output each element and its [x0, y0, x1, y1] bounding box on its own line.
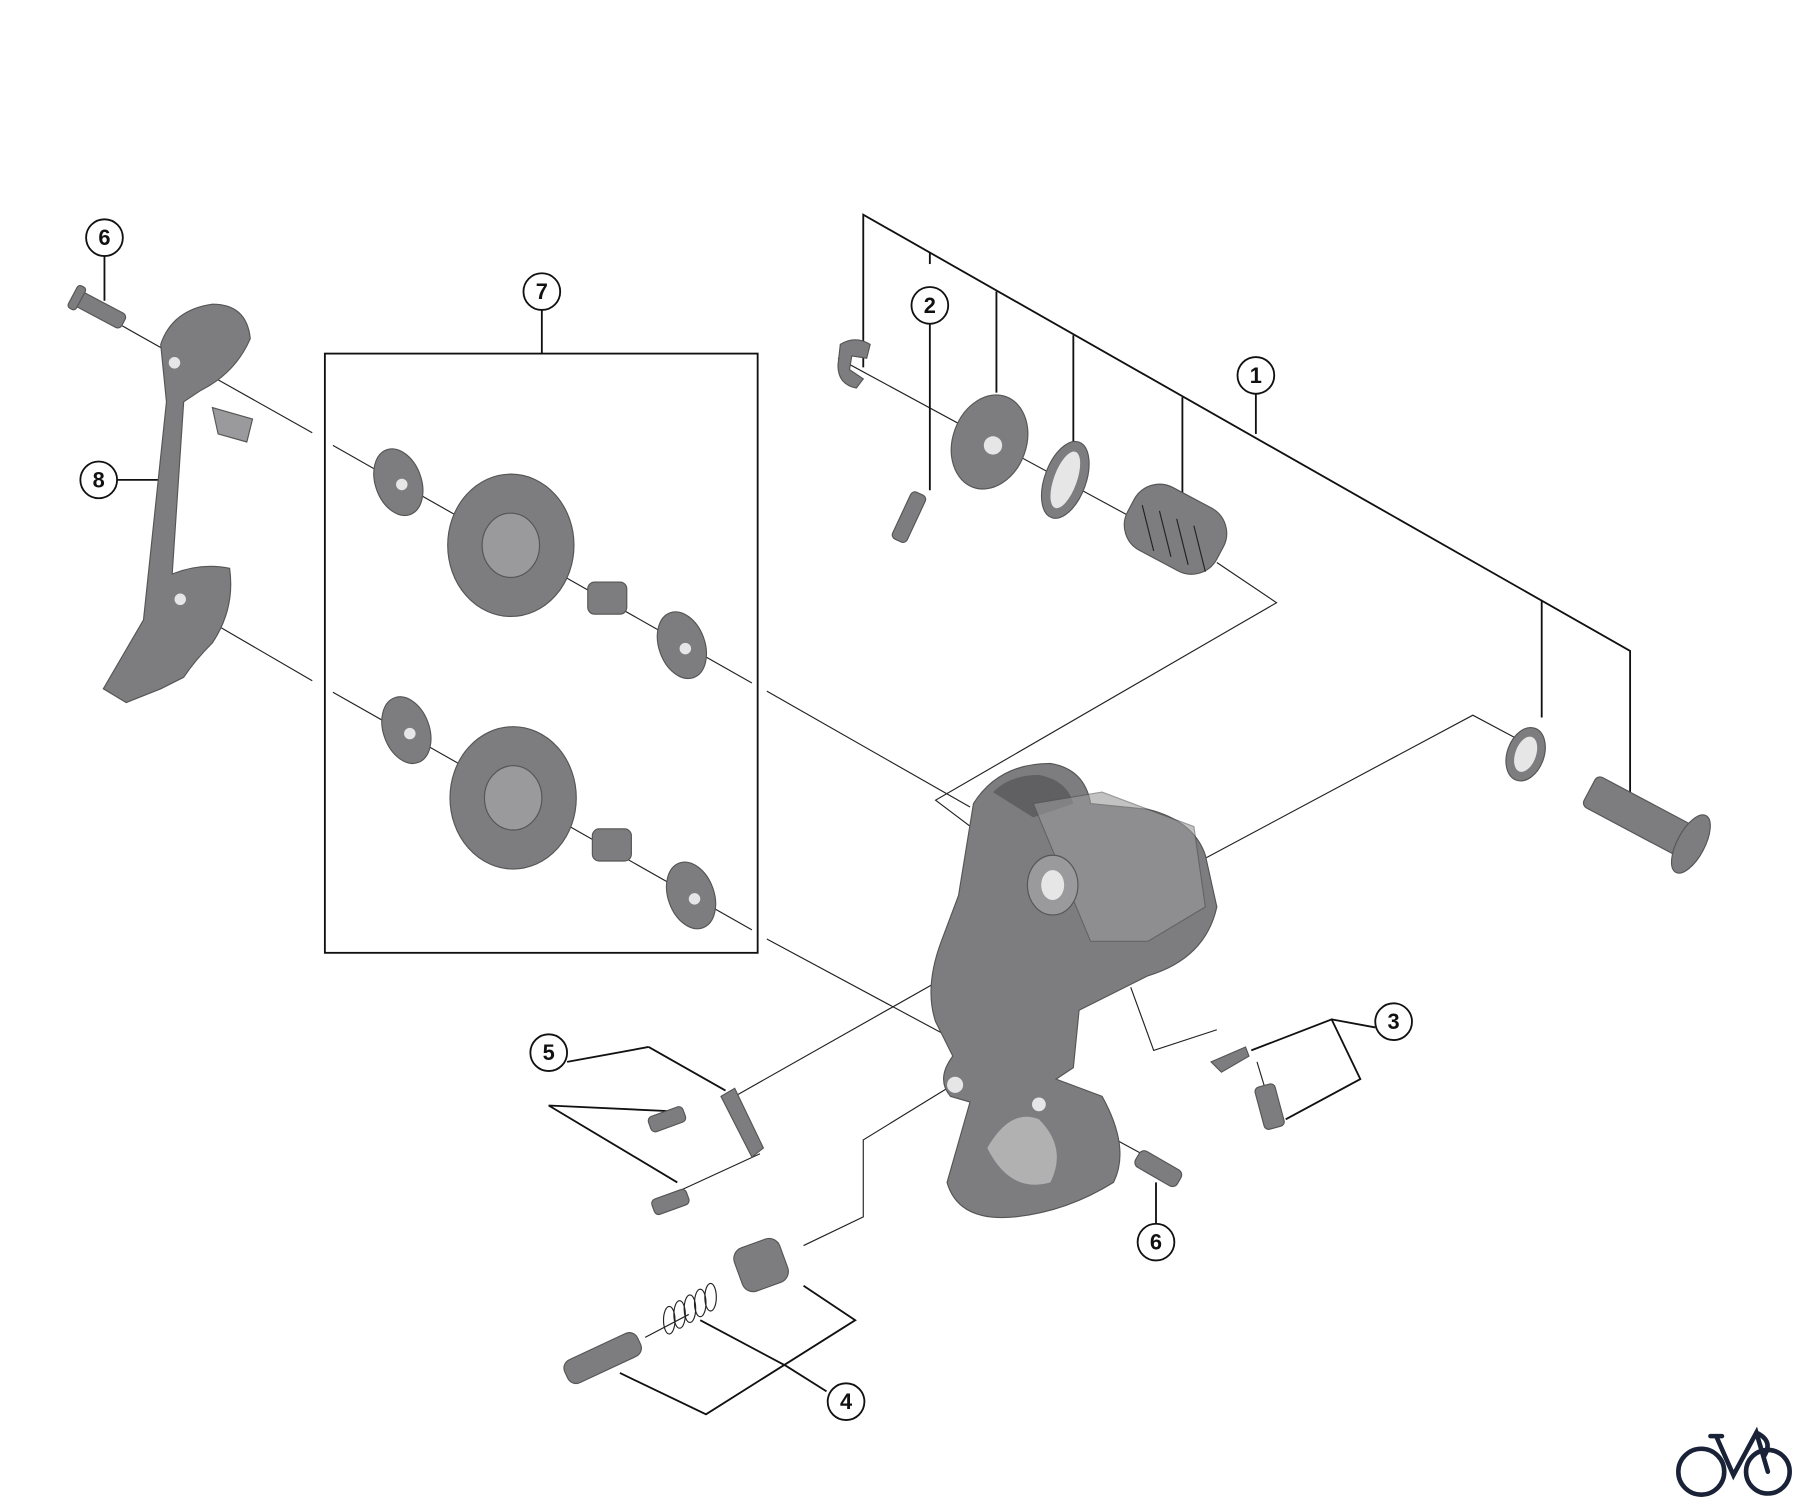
- svg-text:8: 8: [93, 467, 105, 492]
- svg-text:6: 6: [1150, 1230, 1162, 1255]
- b-tension-adjuster-part: [733, 1237, 789, 1293]
- callout-3: 3: [1374, 1002, 1413, 1041]
- callout-4: 4: [826, 1382, 866, 1421]
- svg-text:2: 2: [924, 293, 936, 318]
- callout-5: 5: [529, 1033, 569, 1072]
- callout-8: 8: [79, 460, 119, 500]
- small-spring-part: [662, 1282, 717, 1335]
- lower-pulley-part: [381, 696, 717, 930]
- svg-text:7: 7: [536, 279, 548, 304]
- leader-lines: [103, 213, 1632, 1416]
- svg-text:3: 3: [1388, 1009, 1400, 1034]
- spring-part: [1123, 483, 1228, 575]
- parts: [67, 284, 1711, 1385]
- bicycle-logo-icon: [1676, 1426, 1792, 1497]
- svg-text:4: 4: [840, 1389, 852, 1414]
- inner-plate-part: [102, 303, 251, 704]
- callout-6-top: 6: [85, 218, 124, 257]
- svg-text:6: 6: [98, 225, 110, 250]
- bolt-part: [67, 284, 127, 329]
- assembly-axis-lines: [120, 324, 1542, 1338]
- callout-1: 1: [1236, 356, 1276, 395]
- svg-text:1: 1: [1250, 363, 1262, 388]
- upper-pulley-part: [373, 448, 708, 680]
- axle-bolt-part: [1582, 776, 1711, 874]
- callout-7: 7: [522, 272, 562, 311]
- callout-2: 2: [910, 286, 950, 325]
- callout-6-bottom: 6: [1136, 1222, 1176, 1262]
- svg-text:5: 5: [543, 1040, 555, 1065]
